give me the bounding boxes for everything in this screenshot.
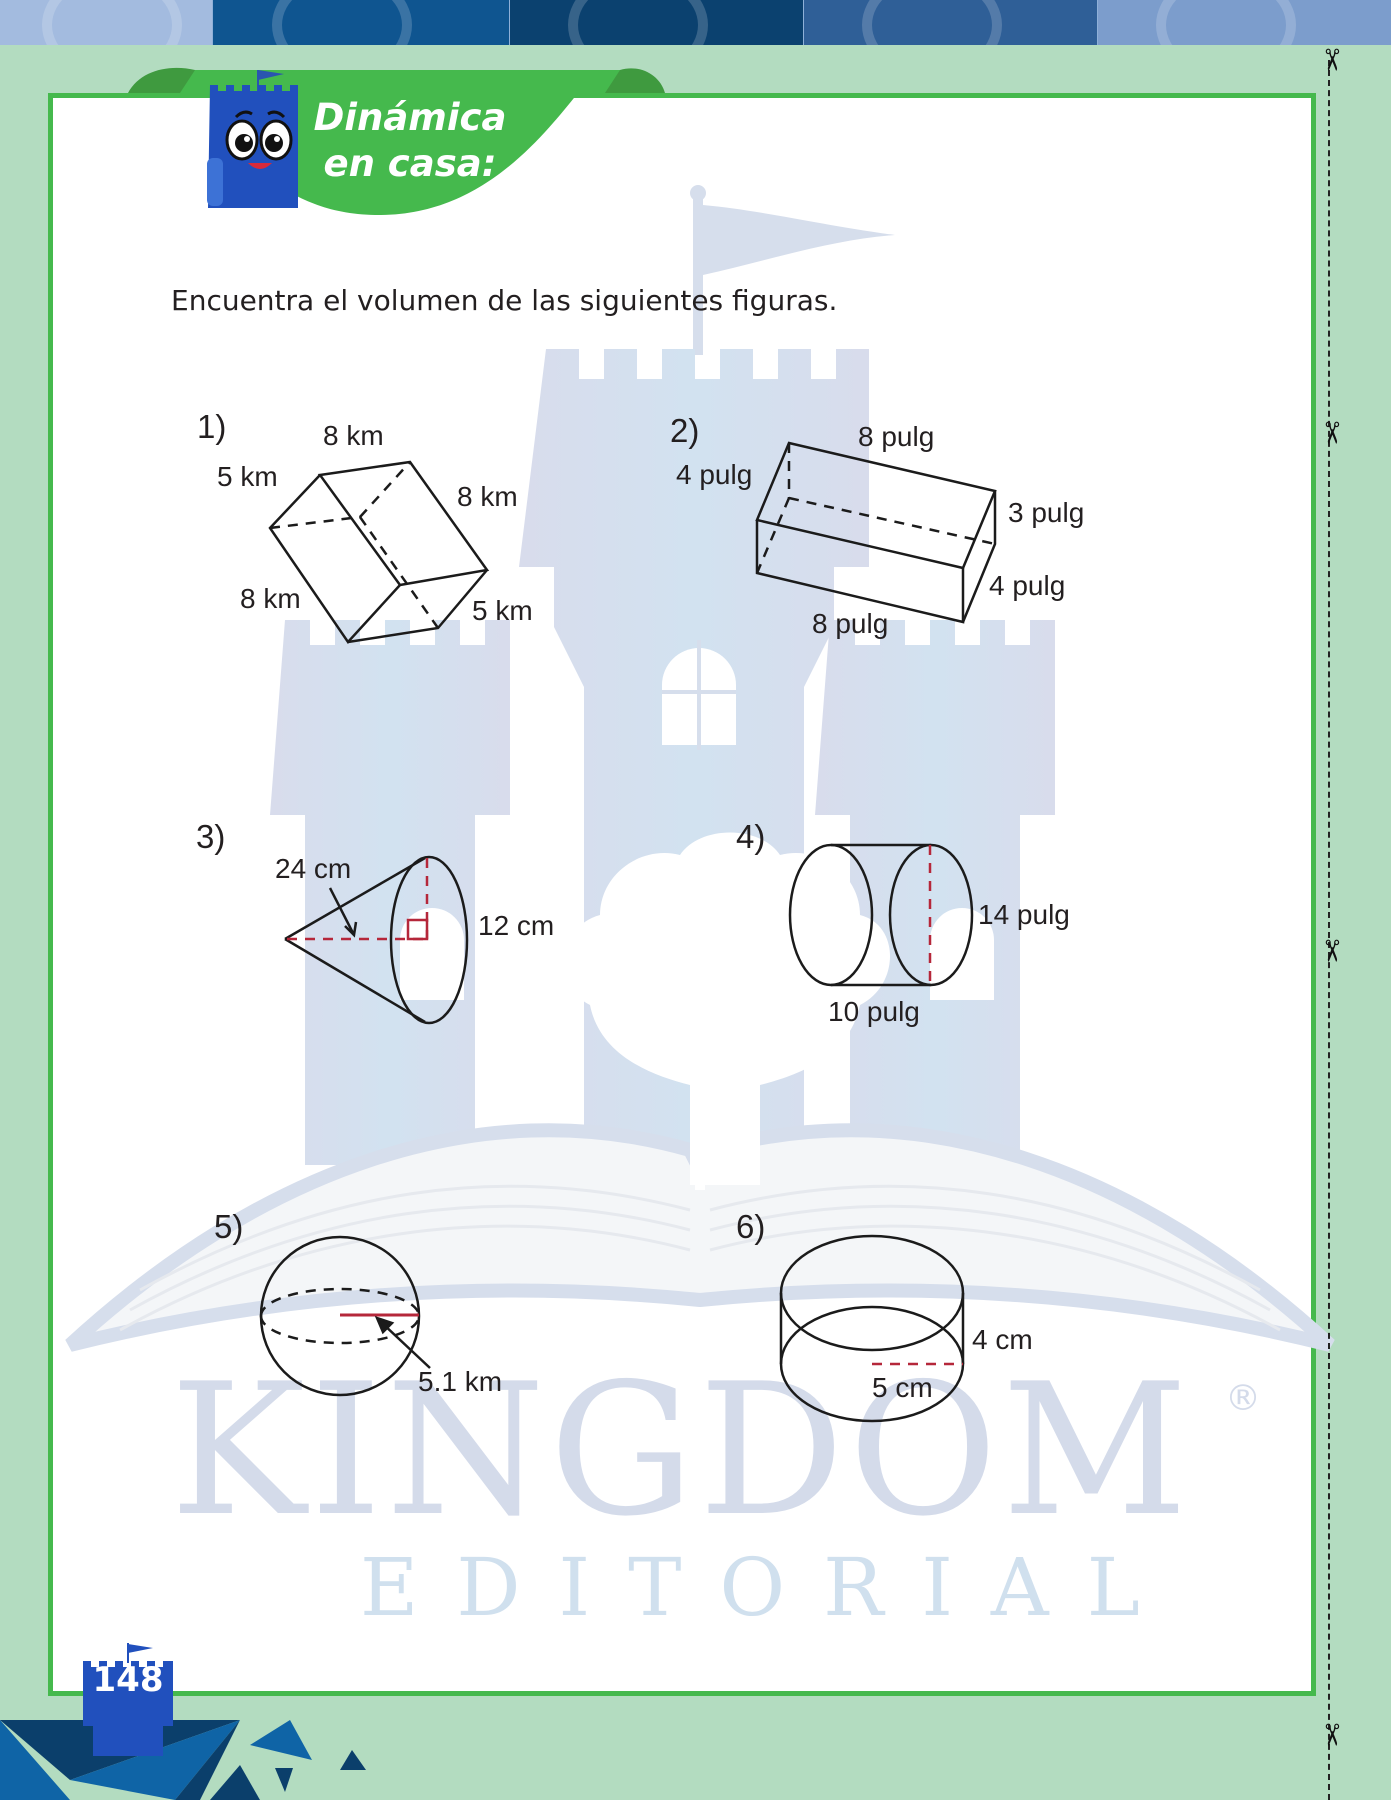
top-banner (0, 0, 1391, 45)
problem-3-label: 12 cm (478, 910, 555, 941)
page-number: 148 (92, 1660, 164, 1700)
section-title-line1: Dinámica (313, 96, 507, 139)
page-number-tower (83, 1643, 173, 1756)
section-title-line2: en casa: (323, 142, 497, 185)
instruction-text: Encuentra el volumen de las siguientes f… (171, 284, 838, 317)
watermark-brand: KINGDOM (170, 1344, 1192, 1556)
section-title: Dinámica en casa: (300, 95, 520, 187)
problem-4-label: 14 pulg (978, 899, 1070, 930)
banner-panel (803, 0, 1098, 45)
scissors-icon: ✂ (1313, 1722, 1349, 1748)
cut-line (1328, 60, 1330, 1800)
problem-2-label: 8 pulg (858, 421, 935, 452)
scissors-icon: ✂ (1313, 938, 1349, 964)
problem-6-number: 6) (736, 1208, 766, 1245)
problem-4-number: 4) (736, 818, 766, 855)
scissors-icon: ✂ (1313, 47, 1349, 73)
problem-1-label: 8 km (323, 420, 384, 451)
banner-panel (213, 0, 510, 45)
problem-2-label: 4 pulg (989, 570, 1066, 601)
problem-5-label: 5.1 km (418, 1366, 503, 1397)
problem-1-label: 5 km (472, 595, 533, 626)
banner-panel (1097, 0, 1391, 45)
problem-1-number: 1) (197, 408, 227, 445)
problem-1-label: 8 km (240, 583, 301, 614)
banner-panel (509, 0, 804, 45)
figure-2-prism (755, 441, 997, 624)
watermark-subtitle: EDITORIAL (360, 1541, 1178, 1634)
figure-6-cylinder (779, 1234, 965, 1423)
figure-4-cylinder (788, 843, 974, 987)
problem-1-label: 8 km (457, 481, 518, 512)
figure-3-cone (284, 855, 469, 1025)
problem-2-label: 8 pulg (812, 608, 889, 639)
problem-2-number: 2) (670, 412, 700, 449)
problem-5-number: 5) (214, 1208, 244, 1245)
problem-2-label: 4 pulg (676, 459, 753, 490)
figure-1-prism (268, 460, 490, 645)
header-tab (128, 67, 665, 215)
banner-panel (0, 0, 214, 45)
decorative-triangles (0, 1720, 366, 1800)
scissors-icon: ✂ (1313, 420, 1349, 446)
problem-2-label: 3 pulg (1008, 497, 1085, 528)
problem-4-label: 10 pulg (828, 996, 920, 1027)
registered-mark: ® (1225, 1378, 1261, 1419)
problem-1-label: 5 km (217, 461, 278, 492)
problem-3-number: 3) (196, 818, 226, 855)
castle-mascot-icon (207, 70, 298, 208)
problem-3-label: 24 cm (275, 853, 352, 884)
problem-6-label: 4 cm (972, 1324, 1033, 1355)
figure-5-sphere (259, 1235, 431, 1397)
problem-6-label: 5 cm (872, 1372, 933, 1403)
